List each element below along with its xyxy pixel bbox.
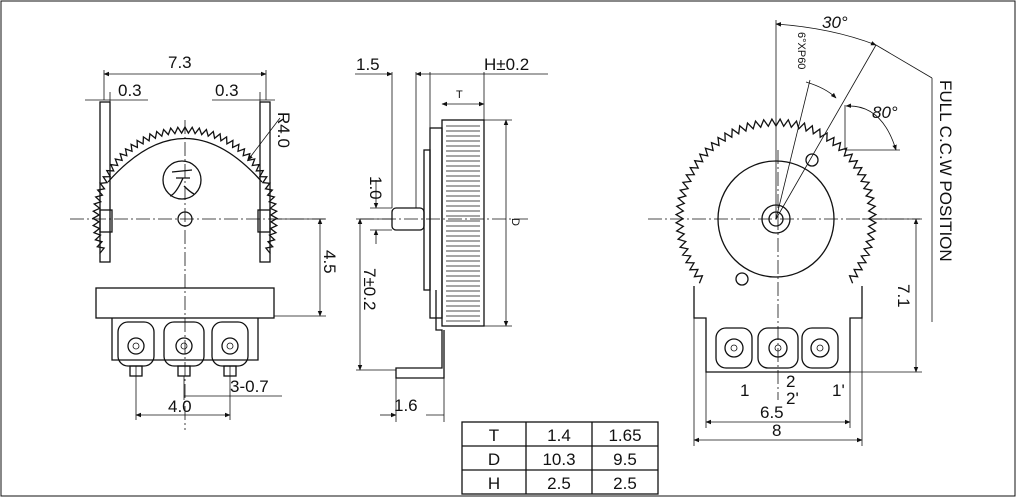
front-shaft-offset-dim: 4.5 — [320, 250, 339, 274]
side-top-left-dim: 1.5 — [356, 55, 380, 74]
front-left-tab — [99, 209, 113, 233]
rear-terminal-1 — [715, 327, 753, 369]
side-body-plate — [429, 127, 443, 319]
rear-width-dim: 8 — [772, 421, 781, 440]
front-width-dim: 7.3 — [168, 53, 192, 72]
table-cell-key: D — [488, 450, 500, 469]
rear-view: 30° 6°XP60 80° FULL C.C.W POSITION 7.1 1… — [648, 13, 955, 446]
rear-serration-label: 6°XP60 — [795, 32, 807, 69]
side-pin-len-dim: 1.6 — [394, 396, 418, 415]
front-lower-body — [111, 318, 259, 361]
side-diameter-label: D — [509, 218, 521, 226]
front-left-arm — [99, 101, 111, 263]
brand-logo-glyph — [169, 169, 195, 197]
rear-position-label: FULL C.C.W POSITION — [936, 80, 955, 262]
rear-terminal-3 — [801, 327, 839, 369]
table-cell-v1: 1.4 — [547, 426, 571, 445]
rear-small-hole-bottom — [735, 272, 749, 286]
front-pin-spacing-dim: 4.0 — [168, 397, 192, 416]
rear-small-hole-top — [805, 153, 819, 167]
table-cell-v2: 1.65 — [608, 426, 641, 445]
spec-table: T 1.4 1.65 D 10.3 9.5 H 2.5 2.5 — [461, 421, 659, 495]
rear-angle-sweep-dim: 80° — [872, 103, 898, 122]
table-cell-v2: 2.5 — [613, 474, 637, 493]
side-view: 1.5 H±0.2 T D 1.0 7±0.2 1.6 — [355, 55, 548, 422]
front-radius-dim: R4.0 — [274, 112, 293, 148]
rear-angle-stop-dim: 30° — [822, 13, 848, 32]
front-terminal-middle — [163, 321, 205, 377]
front-view: 7.3 0.3 0.3 R4.0 4.5 4.0 3-0.7 — [70, 53, 339, 430]
rear-height-dim: 7.1 — [894, 284, 913, 308]
front-right-tab — [257, 209, 271, 233]
side-back-plate — [423, 149, 431, 291]
table-row: H 2.5 2.5 — [488, 474, 637, 493]
side-body-height-dim: 7±0.2 — [360, 268, 379, 310]
rear-pin-spacing-dim: 6.5 — [760, 403, 784, 422]
side-shaft-dia-dim: 1.0 — [366, 176, 385, 200]
table-cell-v1: 10.3 — [542, 450, 575, 469]
table-row: D 10.3 9.5 — [488, 450, 637, 469]
side-knurl-lines — [446, 125, 480, 322]
table-row: T 1.4 1.65 — [489, 426, 642, 445]
table-cell-key: T — [489, 426, 499, 445]
table-cell-v1: 2.5 — [547, 474, 571, 493]
table-cell-key: H — [488, 474, 500, 493]
rear-pin-1-label: 1 — [740, 381, 749, 400]
front-margin-right-dim: 0.3 — [215, 81, 239, 100]
front-right-arm — [259, 101, 271, 263]
rear-pin-1b-label: 1' — [832, 381, 845, 400]
rear-pin-2b-label: 2' — [786, 389, 799, 408]
table-cell-v2: 9.5 — [613, 450, 637, 469]
front-pin-hole-dim: 3-0.7 — [230, 377, 269, 396]
side-lower-frame — [395, 290, 445, 379]
brand-logo-icon — [162, 160, 202, 200]
side-thickness-label: T — [456, 89, 463, 101]
rear-pin-2-label: 2 — [786, 372, 795, 391]
side-height-tol-dim: H±0.2 — [484, 55, 529, 74]
front-margin-left-dim: 0.3 — [118, 81, 142, 100]
